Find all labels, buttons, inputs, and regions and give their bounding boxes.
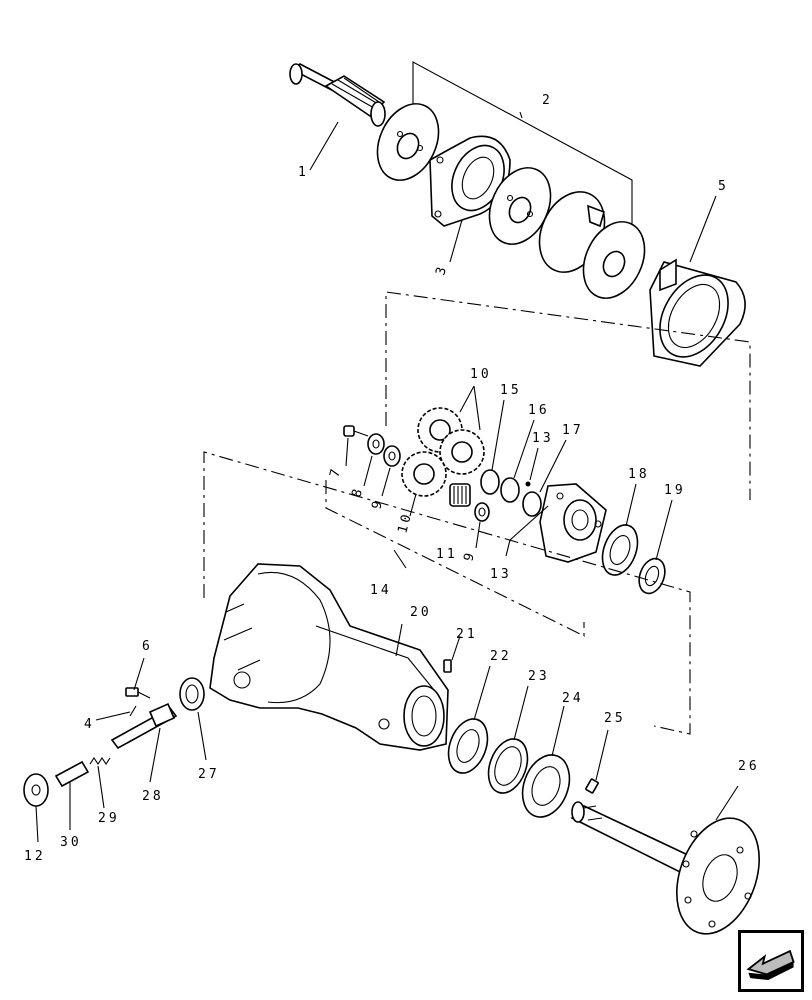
part-3-brake-actuator (429, 135, 511, 227)
part-25-bolt (585, 778, 599, 794)
callout-17: 17 (562, 423, 584, 438)
part-6-bolt (125, 687, 151, 699)
leader-lines (35, 111, 739, 843)
dashed-boundary-housing (203, 451, 691, 735)
part-24-retainer-plate (521, 754, 571, 818)
callout-3: 3 (433, 263, 450, 277)
callout-28: 28 (142, 789, 164, 804)
part-8-washer (367, 433, 385, 455)
callout-2: 2 (542, 93, 553, 108)
part-friction-disc-b (488, 167, 552, 245)
part-26-axle-shaft (570, 801, 760, 935)
callout-16: 16 (528, 403, 550, 418)
callout-9b: 9 (461, 549, 478, 563)
callout-21: 21 (456, 627, 478, 642)
part-5-housing-cover (649, 258, 746, 367)
part-21-fitting (443, 659, 452, 673)
back-navigation-button[interactable] (738, 930, 804, 992)
part-friction-disc-a (376, 103, 440, 181)
callout-8: 8 (349, 485, 366, 499)
part-16-ring (500, 477, 520, 503)
part-11-needle-bearing (449, 483, 471, 507)
part-friction-disc-c (582, 221, 646, 299)
callout-26: 26 (738, 759, 760, 774)
part-13-pin (525, 481, 531, 487)
callout-27: 27 (198, 767, 220, 782)
callout-13b: 13 (490, 567, 512, 582)
part-9-thrust-washer-a (383, 445, 401, 467)
callout-11: 11 (436, 547, 458, 562)
callout-12: 12 (24, 849, 46, 864)
part-30-sleeve (54, 760, 90, 788)
callout-4: 4 (84, 717, 95, 732)
part-10-planet-gears (401, 407, 485, 497)
callout-23: 23 (528, 669, 550, 684)
callout-30: 30 (60, 835, 82, 850)
part-18-bearing (601, 524, 639, 576)
part-14-planet-carrier (539, 483, 607, 563)
callout-1: 1 (298, 165, 309, 180)
part-28-lever (110, 702, 178, 750)
bracket-2 (412, 61, 633, 226)
callout-13a: 13 (532, 431, 554, 446)
callout-9a: 9 (369, 497, 386, 511)
part-12-knob (23, 773, 49, 807)
callout-24: 24 (562, 691, 584, 706)
callout-19: 19 (664, 483, 686, 498)
callout-14: 14 (370, 583, 392, 598)
callout-18: 18 (628, 467, 650, 482)
part-19-seal (638, 557, 666, 595)
part-15-snap-ring (480, 469, 500, 495)
callout-25: 25 (604, 711, 626, 726)
callout-15: 15 (500, 383, 522, 398)
part-7-bolt (343, 425, 369, 437)
callout-5: 5 (718, 179, 729, 194)
part-27-bushing (179, 677, 205, 711)
part-17-ring (522, 491, 542, 517)
part-4-pin (129, 705, 137, 717)
callout-29: 29 (98, 811, 120, 826)
callout-10b: 10 (395, 510, 415, 535)
part-1-input-shaft (289, 63, 386, 127)
part-22-bearing (447, 718, 489, 774)
callout-7: 7 (327, 465, 344, 479)
dashed-boundary-planetary (325, 291, 751, 637)
callout-10a: 10 (470, 367, 492, 382)
callout-labels: 1 2 3 4 5 6 7 8 9 9 10 10 11 12 13 13 14… (24, 93, 760, 864)
part-9-thrust-washer-b (474, 502, 490, 522)
arrow-back-icon (746, 949, 795, 980)
callout-6: 6 (142, 639, 153, 654)
callout-22: 22 (490, 649, 512, 664)
part-20-axle-housing (209, 563, 449, 751)
callout-20: 20 (410, 605, 432, 620)
part-23-seal (487, 738, 529, 794)
part-29-spring (89, 757, 111, 765)
